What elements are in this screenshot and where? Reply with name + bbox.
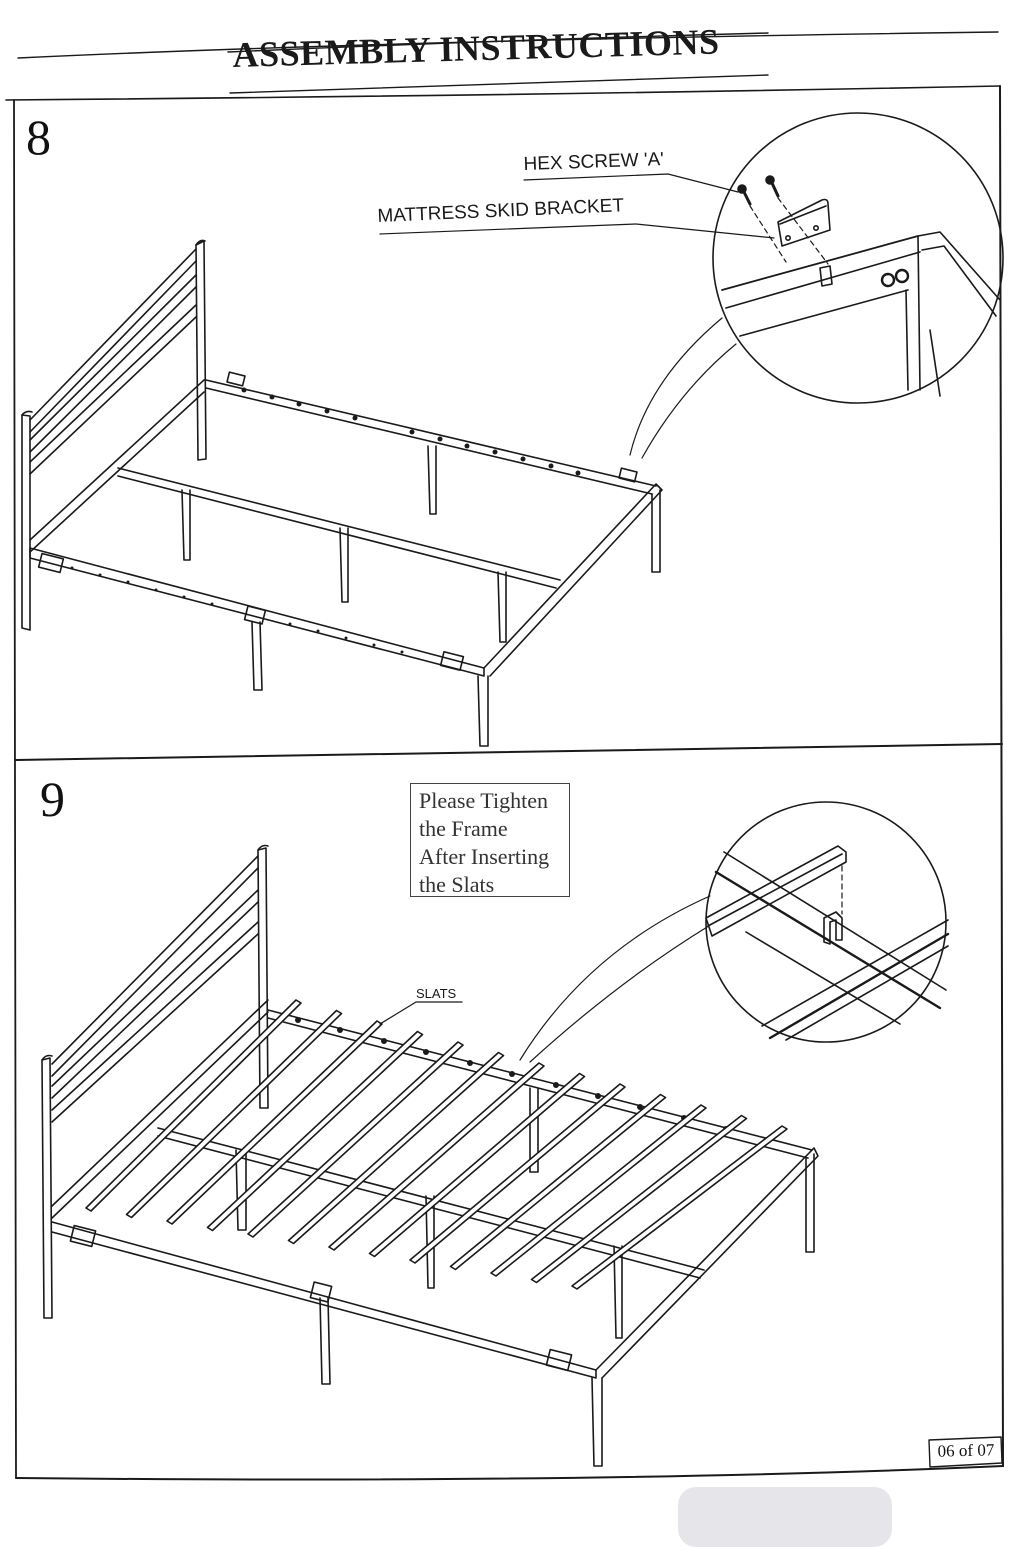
note-line: the Slats <box>419 872 495 897</box>
slat <box>449 1093 667 1271</box>
slat <box>409 1083 626 1264</box>
note-line: Please Tighten <box>419 788 548 813</box>
slat <box>206 1030 424 1232</box>
skid-dots-front <box>70 566 404 654</box>
slat <box>166 1020 383 1225</box>
step8-detail-magnifier <box>712 112 1004 404</box>
step8-leaders <box>379 173 775 459</box>
tighten-frame-note: Please Tighten the Frame After Inserting… <box>410 783 570 897</box>
viewer-page-pill[interactable] <box>678 1487 892 1547</box>
step9-detail-magnifier <box>705 801 950 1043</box>
instruction-page: ASSEMBLY INSTRUCTIONS 8 9 HEX SCREW 'A' … <box>5 21 1004 1547</box>
slat <box>287 1051 505 1245</box>
slat <box>490 1104 707 1277</box>
slat <box>247 1041 464 1238</box>
slat <box>368 1072 586 1258</box>
step9-bed-frame <box>41 844 819 1467</box>
line-art <box>5 31 1004 1481</box>
step9-leaders <box>379 895 713 1063</box>
page-indicator: 06 of 07 <box>937 1440 995 1461</box>
step8-bed-frame <box>21 239 663 747</box>
hex-screws <box>737 175 780 206</box>
slat <box>571 1125 788 1290</box>
slats-group <box>85 999 788 1290</box>
step-number-8: 8 <box>26 109 51 165</box>
step-number-9: 9 <box>40 771 65 827</box>
note-line: After Inserting <box>419 844 550 869</box>
note-line: the Frame <box>419 816 508 841</box>
page-border <box>5 31 1004 1481</box>
slat <box>125 1009 343 1219</box>
slat <box>85 999 302 1212</box>
slat <box>328 1062 545 1251</box>
callout-slats: SLATS <box>416 986 457 1001</box>
slat <box>530 1114 748 1284</box>
skid-dots-back <box>241 387 581 476</box>
